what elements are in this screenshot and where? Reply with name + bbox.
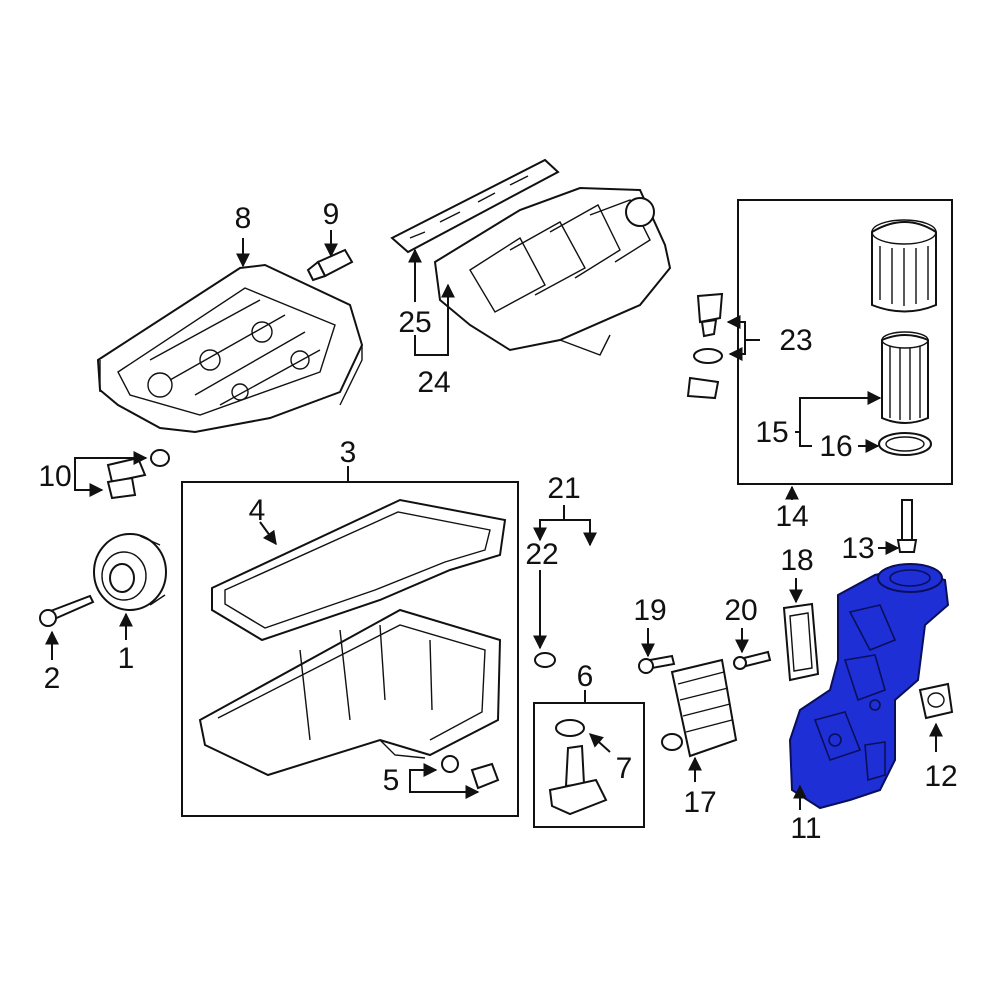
filter-housing-cap-part — [871, 219, 937, 313]
filter-o-ring-part — [878, 432, 932, 456]
sealant-tube-part — [306, 248, 354, 282]
callout-20: 20 — [724, 594, 757, 627]
oil-filter-housing-part — [788, 563, 950, 810]
callout-19: 19 — [633, 594, 666, 627]
callout-17: 17 — [683, 786, 716, 819]
callout-23: 23 — [779, 324, 812, 357]
callout-18: 18 — [780, 544, 813, 577]
bolt-20-part — [733, 650, 772, 670]
tube-seal-part — [534, 652, 556, 668]
callout-labels: 1 2 3 4 5 6 7 8 9 10 11 12 13 14 15 16 1… — [38, 198, 957, 845]
callout-9: 9 — [323, 198, 340, 231]
callout-13: 13 — [841, 532, 874, 565]
cooler-gasket-part — [782, 602, 820, 682]
drain-valve-part — [896, 499, 918, 553]
callout-25: 25 — [398, 306, 431, 339]
oil-cooler-part — [661, 658, 738, 758]
oil-pan-part — [198, 608, 502, 777]
callout-16: 16 — [819, 430, 852, 463]
leader-lines — [45, 230, 943, 810]
housing-gasket-part — [918, 682, 954, 720]
oil-filter-box — [737, 199, 953, 485]
callout-12: 12 — [924, 760, 957, 793]
callout-6: 6 — [577, 660, 594, 693]
callout-7: 7 — [616, 752, 633, 785]
ladder-frame-part — [96, 263, 364, 434]
callout-1: 1 — [118, 642, 135, 675]
callout-11: 11 — [790, 812, 821, 845]
callout-4: 4 — [249, 494, 266, 527]
drain-plug-part — [441, 755, 500, 790]
oil-level-sensor-part — [548, 744, 608, 816]
level-sensor-seal-part — [555, 719, 585, 737]
callout-8: 8 — [235, 202, 252, 235]
pulley-part — [93, 533, 167, 611]
oil-pan-group-box — [181, 481, 519, 817]
callout-10: 10 — [38, 460, 71, 493]
level-sensor-box — [533, 702, 645, 828]
callout-14: 14 — [775, 500, 808, 533]
callout-15: 15 — [755, 416, 788, 449]
callout-22: 22 — [525, 538, 558, 571]
intake-manifold-part — [433, 186, 672, 356]
intake-gasket-part — [390, 158, 560, 254]
pulley-bolt-part — [39, 594, 95, 627]
callout-21: 21 — [547, 472, 580, 505]
oil-pan-gasket-part — [211, 498, 507, 642]
callout-5: 5 — [383, 764, 400, 797]
dipstick-tube-part — [545, 376, 720, 651]
callout-3: 3 — [340, 436, 357, 469]
bolt-19-part — [638, 654, 676, 674]
oil-filter-element-part — [881, 331, 929, 424]
callout-2: 2 — [44, 662, 61, 695]
oil-sensor-part — [106, 449, 170, 500]
callout-24: 24 — [417, 366, 450, 399]
pressure-sensor-part — [693, 292, 724, 364]
